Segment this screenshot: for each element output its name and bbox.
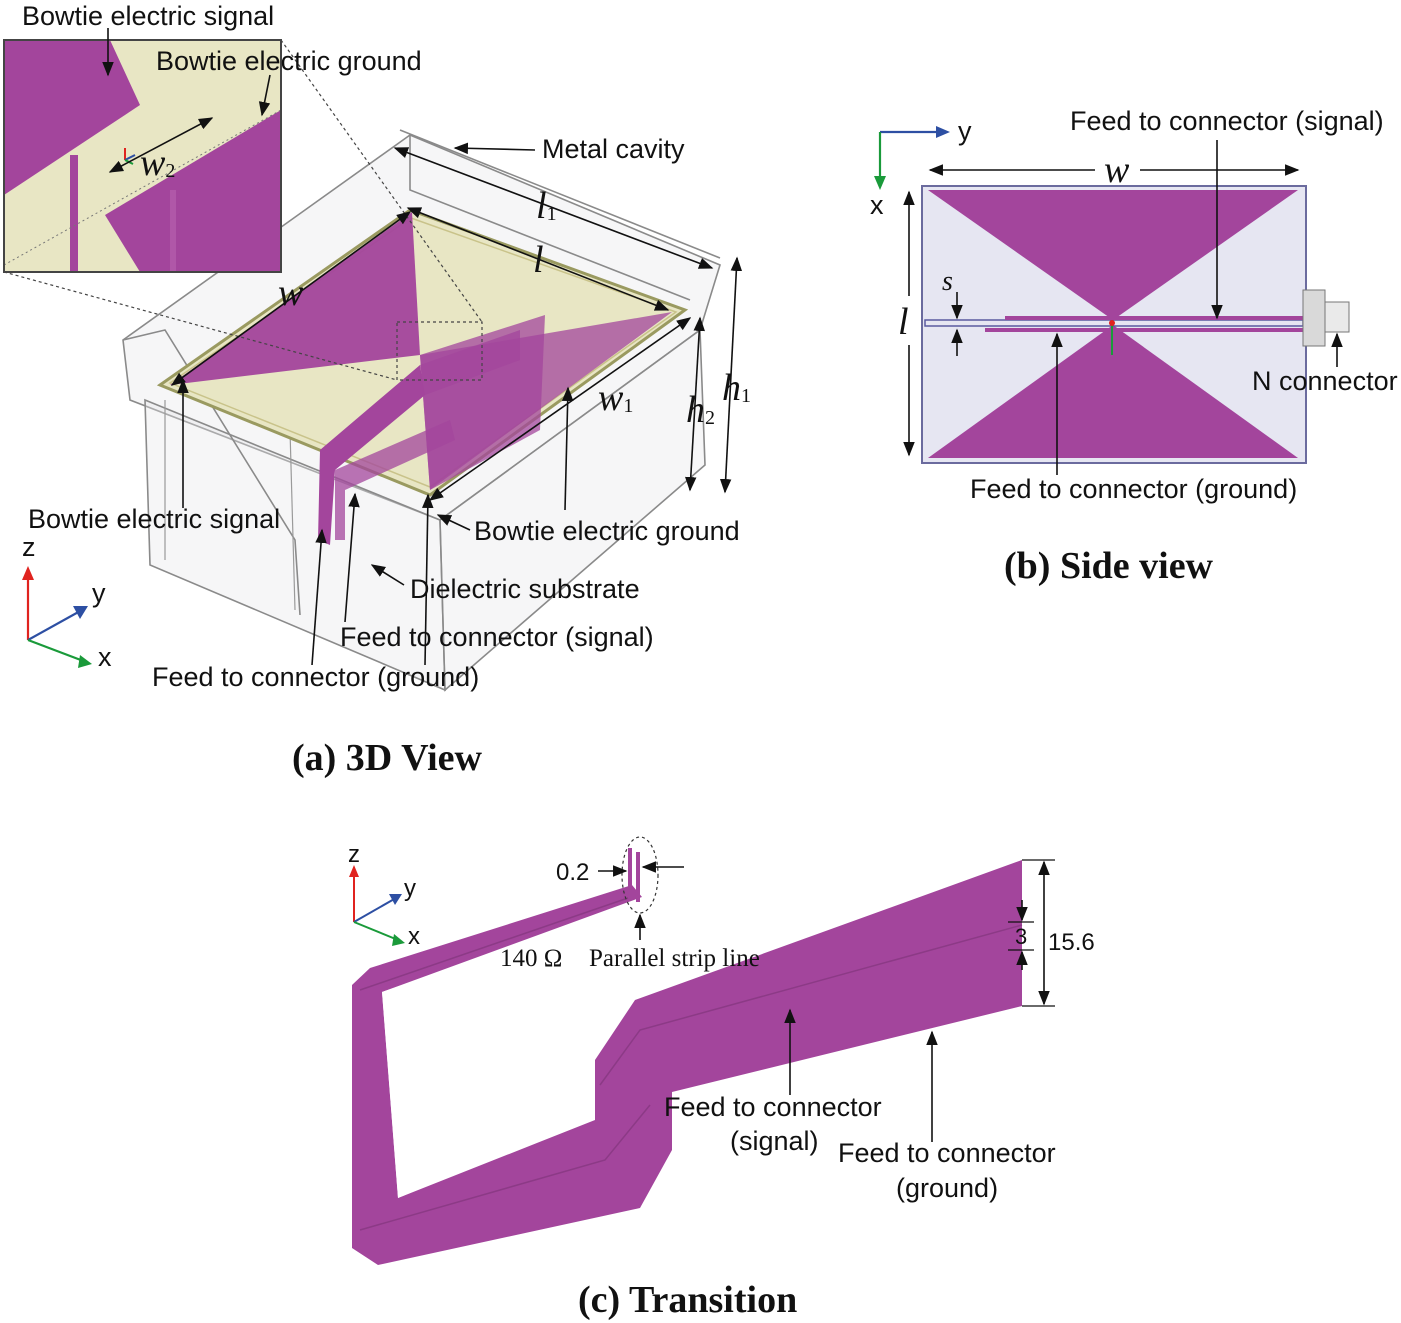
dim-l: l bbox=[533, 239, 544, 281]
axes-3d-a: z y x bbox=[22, 532, 112, 672]
svg-text:x: x bbox=[408, 923, 420, 950]
label-140-ohm: 140 Ω bbox=[500, 945, 562, 972]
label-parallel-strip-line: Parallel strip line bbox=[589, 945, 760, 972]
inset-frame bbox=[3, 39, 282, 273]
dim-15-6: 15.6 bbox=[1048, 929, 1095, 956]
caption-c: (c) Transition bbox=[578, 1279, 797, 1321]
dim-3: 3 bbox=[1015, 924, 1027, 949]
label-bowtie-signal: Bowtie electric signal bbox=[28, 504, 280, 534]
svg-text:y: y bbox=[958, 116, 972, 146]
panel-a-3d-view: w2 Bowtie electric signal Bowtie electri… bbox=[3, 1, 751, 779]
caption-b: (b) Side view bbox=[1004, 545, 1214, 587]
label-n-connector: N connector bbox=[1252, 366, 1398, 396]
bowtie-top bbox=[928, 190, 1298, 320]
svg-text:y: y bbox=[92, 578, 106, 608]
transition-strip bbox=[352, 836, 1023, 1265]
label-c-feed-ground-2: (ground) bbox=[896, 1173, 998, 1203]
label-c-feed-signal-2: (signal) bbox=[730, 1126, 819, 1156]
label-inset-ground: Bowtie electric ground bbox=[156, 46, 422, 76]
dim-s: s bbox=[942, 266, 953, 297]
panel-c-transition: z y x 0.2 140 Ω Parallel strip line 15.6 bbox=[348, 836, 1095, 1321]
axes-b: y x bbox=[870, 116, 972, 220]
label-side-feed-signal: Feed to connector (signal) bbox=[1070, 106, 1384, 136]
svg-text:z: z bbox=[348, 841, 360, 868]
svg-text:x: x bbox=[98, 642, 112, 672]
label-metal-cavity: Metal cavity bbox=[542, 134, 685, 164]
dim-0-2: 0.2 bbox=[556, 859, 589, 886]
svg-text:y: y bbox=[404, 875, 416, 902]
dim-h2: h2 bbox=[686, 389, 715, 431]
dim-w1: w1 bbox=[598, 377, 633, 419]
label-dielectric: Dielectric substrate bbox=[410, 574, 640, 604]
svg-text:x: x bbox=[870, 190, 884, 220]
label-bowtie-ground: Bowtie electric ground bbox=[474, 516, 740, 546]
label-feed-signal: Feed to connector (signal) bbox=[340, 622, 654, 652]
dim-l-side: l bbox=[898, 301, 909, 343]
label-c-feed-ground-1: Feed to connector bbox=[838, 1138, 1056, 1168]
dim-h1: h1 bbox=[722, 367, 751, 409]
label-inset-signal: Bowtie electric signal bbox=[22, 1, 274, 31]
dim-w: w bbox=[278, 272, 304, 314]
axes-c: z y x bbox=[348, 841, 420, 950]
dim-w-side: w bbox=[1104, 149, 1130, 191]
label-feed-ground: Feed to connector (ground) bbox=[152, 662, 479, 692]
caption-a: (a) 3D View bbox=[292, 737, 483, 779]
bowtie-bottom bbox=[928, 325, 1298, 458]
svg-text:z: z bbox=[22, 532, 36, 562]
label-side-feed-ground: Feed to connector (ground) bbox=[970, 474, 1297, 504]
label-c-feed-signal-1: Feed to connector bbox=[664, 1092, 882, 1122]
panel-b-side-view: y x w l s Feed to connector (signal) Fee… bbox=[870, 106, 1398, 587]
dim-w2: w2 bbox=[140, 142, 175, 184]
